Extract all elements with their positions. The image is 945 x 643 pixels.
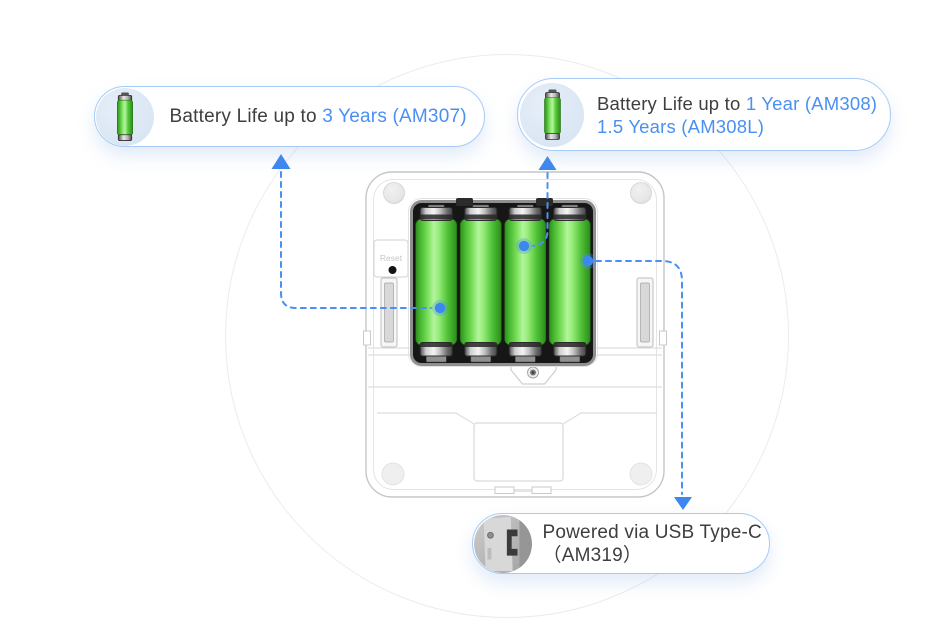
battery-life-value: 3 Years (AM307) (322, 106, 467, 127)
edge-notch (363, 330, 371, 346)
arrow-down-icon (674, 497, 692, 510)
battery-life-prefix: Battery Life up to (169, 106, 323, 127)
corner-screw (630, 182, 652, 204)
battery-life-value-line1: 1 Year (AM308) (745, 92, 878, 114)
callout-am308: Battery Life up to 1 Year (AM308) 1.5 Ye… (517, 78, 891, 151)
callout-am319-label: Powered via USB Type-C （AM319） (543, 521, 762, 567)
callout-am307-label: Battery Life up to 3 Years (AM307) (170, 105, 467, 128)
arrow-up-icon (538, 156, 557, 170)
corner-screw (383, 182, 405, 204)
battery-1 (415, 207, 458, 357)
side-rail-left (380, 277, 398, 348)
usb-power-line2: （AM319） (542, 544, 643, 566)
connector-am307 (280, 171, 432, 309)
connector-am319 (595, 260, 683, 495)
battery-life-value-line2: 1.5 Years (AM308L) (597, 115, 765, 137)
reset-button (388, 266, 397, 274)
bottom-clip-tabs (494, 486, 552, 494)
center-screw (527, 366, 539, 379)
reset-label: Reset (380, 253, 403, 263)
battery-life-prefix: Battery Life up to (597, 92, 746, 114)
battery-4 (548, 207, 591, 357)
device-back-panel: Reset (363, 171, 667, 498)
callout-am319: Powered via USB Type-C （AM319） (472, 513, 770, 574)
usb-type-c-port-icon (473, 514, 532, 573)
connector-dot (518, 240, 530, 252)
battery-icon (520, 82, 584, 147)
battery-icon (95, 87, 154, 146)
connector-dot (582, 255, 594, 267)
panel-seams (368, 347, 662, 425)
connectors (280, 171, 683, 495)
callout-am308-line1: Battery Life up to 1 Year (AM308) (597, 92, 877, 115)
foot-pad (629, 462, 653, 486)
label-plate (473, 422, 564, 482)
callout-am307: Battery Life up to 3 Years (AM307) (94, 86, 485, 147)
battery-2 (459, 207, 502, 357)
connector-dot (434, 302, 446, 314)
foot-pad (381, 462, 405, 486)
edge-notch (659, 330, 667, 346)
connector-dots (432, 238, 596, 316)
usb-power-line1: Powered via USB Type-C (542, 521, 762, 543)
callout-am308-label: Battery Life up to 1 Year (AM308) 1.5 Ye… (597, 92, 877, 138)
battery-3 (504, 207, 547, 357)
side-rail-right (636, 277, 654, 348)
connector-arrows (271, 154, 692, 510)
aa-batteries (415, 207, 591, 357)
arrow-up-icon (271, 154, 291, 169)
